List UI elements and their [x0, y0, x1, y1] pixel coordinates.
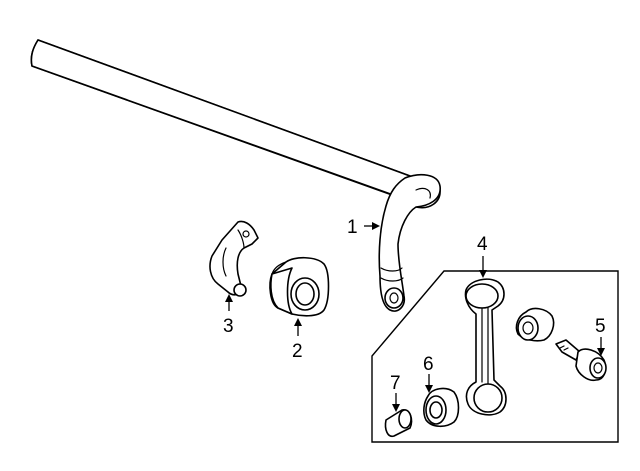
link-kit-inset-frame: [371, 270, 619, 443]
link-sleeve[interactable]: [384, 409, 413, 438]
link-bolt[interactable]: [555, 339, 607, 382]
callout-2: 2: [292, 341, 303, 362]
stabilizer-bushing[interactable]: [269, 256, 330, 317]
link-grommet-upper[interactable]: [515, 307, 555, 342]
callout-4: 4: [477, 234, 488, 255]
callout-1: 1: [347, 217, 358, 238]
callout-6: 6: [423, 354, 434, 375]
link-grommet-lower[interactable]: [423, 387, 460, 428]
leader-7: [392, 393, 400, 412]
stabilizer-link[interactable]: [464, 278, 507, 416]
bushing-bracket[interactable]: [209, 220, 259, 297]
callout-7: 7: [390, 373, 401, 394]
callout-5: 5: [595, 316, 606, 337]
stabilizer-bar[interactable]: [30, 39, 441, 312]
leader-3: [225, 294, 233, 311]
leader-1: [364, 222, 380, 230]
leader-4: [479, 256, 487, 278]
leader-5: [597, 337, 605, 356]
leader-6: [425, 374, 433, 393]
leader-2: [294, 318, 302, 336]
callout-3: 3: [223, 316, 234, 337]
